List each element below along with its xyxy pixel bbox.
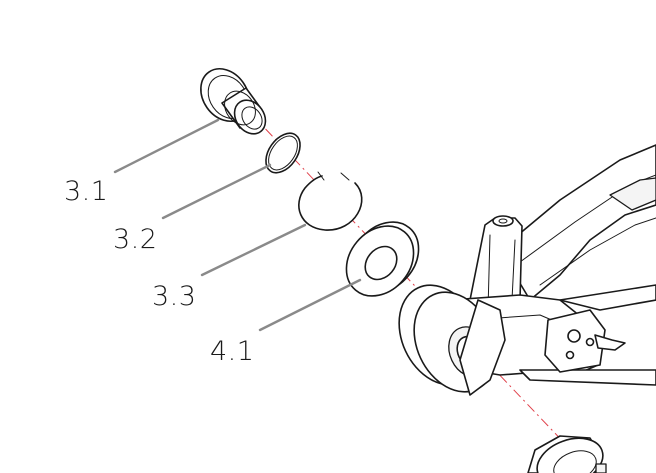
leader-line-3-1 <box>113 118 220 174</box>
washer-part <box>345 221 420 297</box>
callout-label-3-2: 3.2 <box>113 224 157 255</box>
bushing-part <box>200 68 267 135</box>
circlip-part <box>298 171 363 231</box>
assembly-axis-line <box>237 99 591 471</box>
small-ring-part <box>265 132 301 174</box>
leader-line-3-2 <box>161 163 272 220</box>
callout-label-3-1: 3.1 <box>64 176 108 207</box>
leader-line-4-1 <box>258 278 362 332</box>
lower-bushing-part <box>527 435 607 473</box>
callout-label-4-1: 4.1 <box>210 336 254 367</box>
callout-label-3-3: 3.3 <box>152 281 196 312</box>
leader-line-3-3 <box>200 223 307 277</box>
frame-linkage <box>398 144 656 396</box>
